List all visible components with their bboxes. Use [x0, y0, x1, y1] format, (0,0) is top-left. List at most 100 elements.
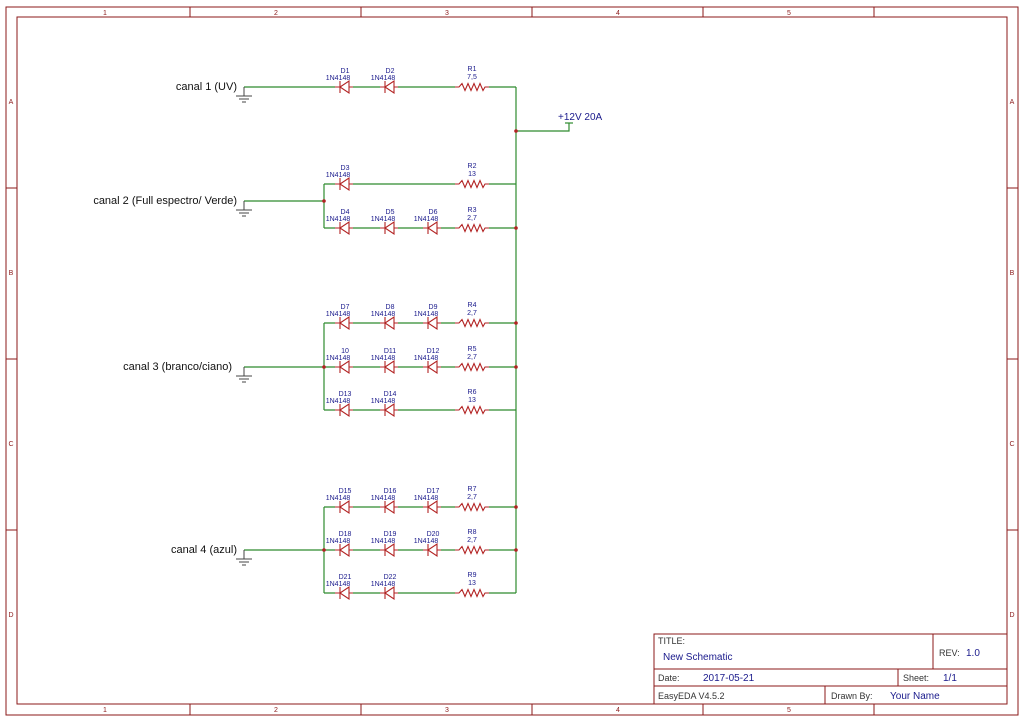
resistor-r3: R32,7 [455, 207, 489, 233]
junction-dot [322, 199, 326, 203]
ground-icon [236, 550, 252, 566]
diode-icon [339, 585, 350, 601]
diode-value-label: 1N4148 [371, 398, 396, 405]
resistor-icon [455, 223, 489, 233]
diode-value-label: 1N4148 [326, 172, 351, 179]
diode-ref-label: D16 [384, 488, 397, 495]
resistor-value-label: 2,7 [467, 537, 477, 544]
diode-value-label: 1N4148 [326, 538, 351, 545]
resistor-r4: R42,7 [455, 302, 489, 328]
rev-value: 1.0 [966, 648, 980, 659]
diode-value-label: 1N4148 [371, 355, 396, 362]
diode-ref-label: D8 [386, 304, 395, 311]
diode-value-label: 1N4148 [371, 581, 396, 588]
diode-value-label: 1N4148 [326, 398, 351, 405]
channel-1-label: canal 1 (UV) [176, 81, 237, 93]
row-label-a-right: A [1010, 99, 1015, 106]
column-label-1-bottom: 1 [103, 707, 107, 714]
row-label-c: C [8, 441, 13, 448]
ground-icon [236, 87, 252, 103]
wire-channel-2 [244, 183, 516, 229]
diode-icon [427, 542, 438, 558]
diode-ref-label: D17 [427, 488, 440, 495]
diode-icon [427, 359, 438, 375]
diode-icon [384, 499, 395, 515]
sheet-frame: 1 2 3 4 5 1 2 3 4 5 A B C D A B C D [5, 6, 1019, 716]
diode-icon [339, 499, 350, 515]
resistor-r1: R17,5 [455, 66, 489, 92]
resistor-icon [455, 502, 489, 512]
diode-icon [384, 542, 395, 558]
schematic-title: New Schematic [663, 652, 732, 663]
row-label-b: B [9, 270, 14, 277]
diode-icon [384, 402, 395, 418]
diode-ref-label: D3 [341, 165, 350, 172]
diode-icon [384, 220, 395, 236]
diode-value-label: 1N4148 [414, 311, 439, 318]
diode-ref-label: 10 [341, 348, 349, 355]
diode-ref-label: D2 [386, 68, 395, 75]
resistor-r5: R52,7 [455, 346, 489, 372]
resistor-ref-label: R1 [468, 66, 477, 73]
junction-dot [514, 321, 518, 325]
resistor-icon [455, 179, 489, 189]
rev-field-label: REV: [939, 648, 960, 658]
diode-ref-label: D15 [339, 488, 352, 495]
resistor-ref-label: R2 [468, 163, 477, 170]
resistor-value-label: 13 [468, 171, 476, 178]
resistor-ref-label: R8 [468, 529, 477, 536]
resistor-ref-label: R6 [468, 389, 477, 396]
resistor-value-label: 7,5 [467, 74, 477, 81]
diode-ref-label: D14 [384, 391, 397, 398]
date-value: 2017-05-21 [703, 673, 755, 684]
junctions [322, 129, 518, 552]
resistor-value-label: 2,7 [467, 215, 477, 222]
diode-ref-label: D6 [429, 209, 438, 216]
diode-ref-label: D7 [341, 304, 350, 311]
resistor-value-label: 2,7 [467, 354, 477, 361]
title-block: TITLE: New Schematic REV: 1.0 Date: 2017… [653, 633, 1008, 705]
channel-3-label: canal 3 (branco/ciano) [123, 361, 232, 373]
date-field-label: Date: [658, 673, 680, 683]
resistor-value-label: 2,7 [467, 310, 477, 317]
diode-value-label: 1N4148 [326, 581, 351, 588]
diode-ref-label: D21 [339, 574, 352, 581]
resistor-value-label: 2,7 [467, 494, 477, 501]
sheet-field-label: Sheet: [903, 673, 929, 683]
diode-icon [339, 79, 350, 95]
diode-icon [339, 402, 350, 418]
row-label-a: A [9, 99, 14, 106]
resistor-r8: R82,7 [455, 529, 489, 555]
column-label-3-bottom: 3 [445, 707, 449, 714]
junction-dot [514, 505, 518, 509]
diode-value-label: 1N4148 [371, 538, 396, 545]
diode-ref-label: D9 [429, 304, 438, 311]
junction-dot [322, 548, 326, 552]
ground-icon [236, 201, 252, 217]
resistor-icon [455, 405, 489, 415]
row-label-d: D [8, 612, 13, 619]
diode-ref-label: D11 [384, 348, 396, 355]
column-label-2-bottom: 2 [274, 707, 278, 714]
diode-value-label: 1N4148 [326, 75, 351, 82]
resistor-value-label: 13 [468, 397, 476, 404]
resistor-ref-label: R5 [468, 346, 477, 353]
drawn-by-value: Your Name [890, 691, 940, 702]
junction-dot [514, 548, 518, 552]
software-version: EasyEDA V4.5.2 [658, 691, 725, 701]
diode-icon [339, 542, 350, 558]
